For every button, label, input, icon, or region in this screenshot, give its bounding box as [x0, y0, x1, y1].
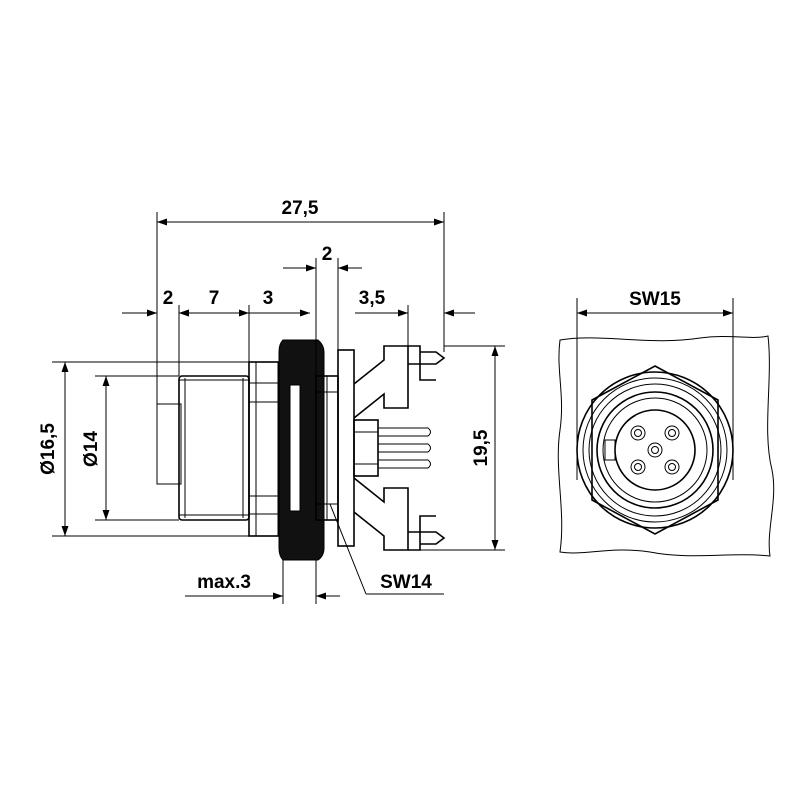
side-view: 27,5 2 2 7 3 3,5 Ø16,5 Ø14 19,5 max.3 SW…: [38, 198, 505, 604]
dim-overall-length: 27,5: [282, 198, 319, 219]
dim-panel-max: max.3: [197, 572, 251, 593]
contact-3: [630, 459, 646, 475]
contact-holes: [630, 425, 680, 475]
dim-height-19-5: 19,5: [471, 429, 492, 466]
panel-window: [289, 384, 301, 512]
dim-diameter-14: Ø14: [81, 431, 102, 467]
panel-cutout-outline: [557, 335, 775, 557]
contact-4: [664, 459, 680, 475]
ring-5: [602, 397, 708, 503]
contact-center: [647, 442, 663, 458]
mounting-panel: [278, 339, 325, 561]
ring-4: [596, 391, 714, 509]
contact-1: [630, 425, 646, 441]
contact-2: [664, 425, 680, 441]
front-hex-outline: [591, 365, 719, 535]
dim-flange-thickness: 2: [322, 244, 333, 265]
front-tube: [156, 375, 250, 521]
dim-diameter-16-5: Ø16,5: [38, 423, 59, 475]
pin-carrier: [337, 345, 446, 551]
dim-7: 7: [209, 288, 220, 309]
dim-wrench-sw15: SW15: [629, 289, 681, 310]
dimension-lines: [61, 218, 499, 600]
coding-key: [604, 439, 616, 461]
dim-wrench-sw14: SW14: [380, 572, 432, 593]
outer-ring: [576, 371, 734, 529]
front-view: SW15: [557, 289, 775, 557]
dim-3-5: 3,5: [359, 288, 386, 309]
ring-3: [588, 383, 722, 517]
extension-lines: [52, 212, 505, 604]
contact-insert: [614, 409, 696, 491]
dim-3: 3: [263, 288, 274, 309]
dim-front-2: 2: [163, 288, 174, 309]
ring-2: [582, 377, 728, 523]
